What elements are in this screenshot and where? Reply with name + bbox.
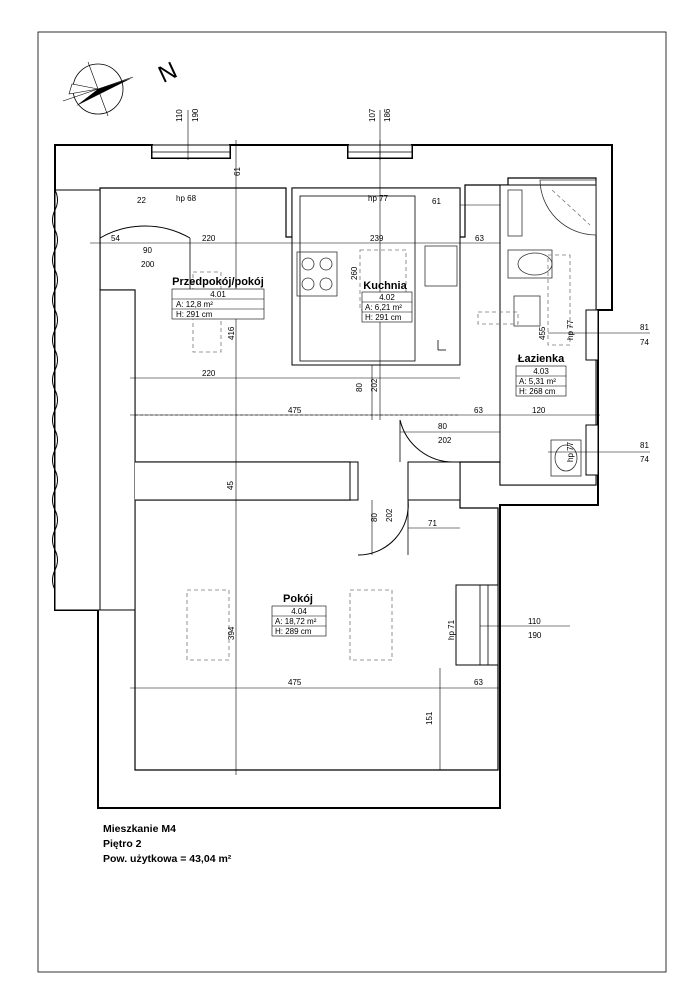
room-name: Przedpokój/pokój (172, 276, 264, 288)
room-area: A: 5,31 m² (519, 377, 556, 386)
sheet-border (37, 31, 667, 973)
room-height: H: 291 cm (365, 313, 402, 322)
dim-label: 110 (175, 109, 184, 122)
room-number: 4.02 (379, 293, 395, 302)
room-area: A: 6,21 m² (365, 303, 402, 312)
dim-label: 90 (143, 246, 152, 255)
room-number: 4.04 (291, 607, 307, 616)
room-label-przedpokoj: Przedpokój/pokój 4.01 A: 12,8 m² H: 291 … (171, 276, 265, 320)
dim-label: 475 (288, 678, 302, 687)
floor-number: Piętro 2 (103, 838, 142, 850)
dim-label: 394 (227, 626, 236, 640)
left-wall-break (52, 189, 58, 591)
dim-label: 416 (227, 326, 236, 340)
apartment-caption: Mieszkanie M4 Piętro 2 Pow. użytkowa = 4… (103, 822, 231, 867)
doors (99, 225, 456, 556)
dim-label: 260 (350, 266, 359, 280)
room-height: H: 289 cm (275, 627, 312, 636)
dim-label: 61 (233, 167, 242, 176)
dim-label: 200 (141, 260, 155, 269)
walls (54, 144, 613, 809)
dim-label: 120 (532, 406, 546, 415)
room-name: Łazienka (518, 353, 565, 365)
compass-icon (62, 61, 134, 117)
dim-label: 151 (425, 711, 434, 725)
room-name: Pokój (283, 593, 313, 605)
dim-label: 202 (385, 508, 394, 522)
dim-label: 110 (528, 617, 541, 626)
dim-label: 63 (474, 406, 483, 415)
dim-label: hp 77 (368, 194, 389, 203)
dim-label: 202 (438, 436, 452, 445)
room-number: 4.01 (210, 290, 226, 299)
room-height: H: 291 cm (176, 310, 213, 319)
dim-label: 81 (640, 441, 649, 450)
dim-label: 186 (383, 108, 392, 122)
dim-label: 190 (191, 108, 200, 122)
dim-label: hp 77 (566, 441, 575, 462)
dim-label: 220 (202, 234, 216, 243)
dim-label: 61 (432, 197, 441, 206)
kitchen-furniture (296, 245, 458, 351)
dim-label: 71 (428, 519, 437, 528)
dim-label: 190 (528, 631, 542, 640)
bathroom-fixtures (477, 179, 597, 477)
dim-label: hp 68 (176, 194, 197, 203)
usable-area: Pow. użytkowa = 43,04 m² (103, 853, 232, 865)
dim-label: hp 71 (447, 619, 456, 640)
dim-label: 22 (137, 196, 146, 205)
room-label-pokoj: Pokój 4.04 A: 18,72 m² H: 289 cm (271, 593, 327, 637)
room-label-kuchnia: Kuchnia 4.02 A: 6,21 m² H: 291 cm (361, 280, 413, 323)
dim-label: 74 (640, 338, 649, 347)
dim-label: 107 (368, 108, 377, 122)
dim-label: 220 (202, 369, 216, 378)
dim-label: 80 (355, 383, 364, 392)
dimension-labels: 110 190 107 186 61 hp 68 hp 77 22 61 54 … (111, 108, 649, 725)
dim-label: 475 (288, 406, 302, 415)
dim-label: 81 (640, 323, 649, 332)
dim-label: 80 (370, 513, 379, 522)
dim-label: hp 77 (566, 319, 575, 340)
dim-label: 455 (538, 326, 547, 340)
room-area: A: 18,72 m² (275, 617, 317, 626)
dim-label: 202 (370, 378, 379, 392)
dim-label: 54 (111, 234, 120, 243)
room-area: A: 12,8 m² (176, 300, 213, 309)
apartment-name: Mieszkanie M4 (103, 823, 176, 835)
dim-label: 80 (438, 422, 447, 431)
dimension-lines (90, 110, 650, 775)
dim-label: 63 (475, 234, 484, 243)
dim-label: 74 (640, 455, 649, 464)
room-height: H: 268 cm (519, 387, 556, 396)
dim-label: 63 (474, 678, 483, 687)
room-number: 4.03 (533, 367, 549, 376)
room-name: Kuchnia (363, 280, 407, 292)
north-label: N (154, 57, 181, 89)
room-label-lazienka: Łazienka 4.03 A: 5,31 m² H: 268 cm (515, 353, 567, 397)
dim-label: 45 (226, 481, 235, 490)
dim-label: 239 (370, 234, 384, 243)
